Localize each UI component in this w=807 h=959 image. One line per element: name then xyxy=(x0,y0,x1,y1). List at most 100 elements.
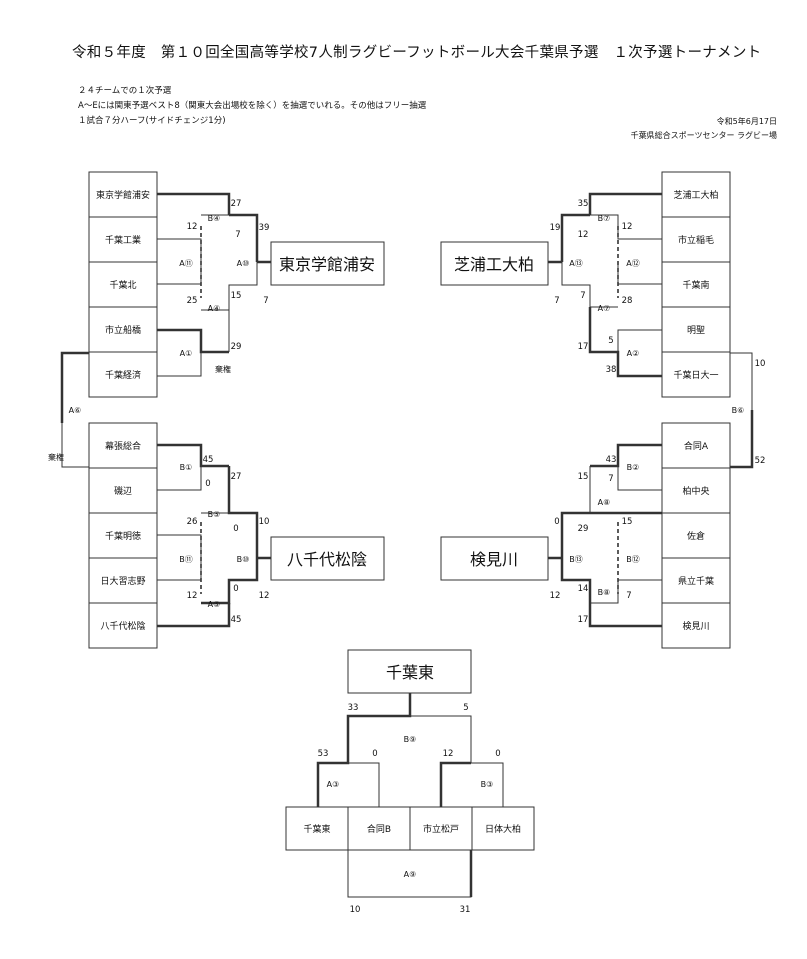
bracket-line xyxy=(471,762,504,807)
team-name: 日体大柏 xyxy=(485,823,521,835)
team-name: 千葉経済 xyxy=(105,369,141,381)
winner-path xyxy=(60,351,89,423)
score: 19 xyxy=(550,223,561,233)
note-draw: A〜Eには関東予選ベスト8（関東大会出場校を除く）を抽選でいれる。その他はフリー… xyxy=(78,101,427,111)
match-label: B② xyxy=(627,463,640,472)
bracket-line xyxy=(617,262,662,285)
winner-box-ur xyxy=(440,241,549,286)
match-label: A⑦ xyxy=(598,304,611,313)
winner-name: 東京学館浦安 xyxy=(279,255,375,274)
winner-path xyxy=(730,410,754,469)
score: 12 xyxy=(259,591,270,601)
winner-box-ll xyxy=(270,536,385,581)
match-label: B⑬ xyxy=(569,555,583,564)
winner-name: 検見川 xyxy=(470,550,518,569)
match-label: B⑪ xyxy=(179,555,193,564)
score: 7 xyxy=(235,230,240,240)
bracket-upper-left: 東京学館浦安 千葉工業 千葉北 市立船橋 千葉経済 東京学館浦安 B④ A⑪ A… xyxy=(88,171,385,398)
team-name: 千葉日大一 xyxy=(673,369,718,381)
score: 33 xyxy=(348,703,359,713)
right-link: B⑥ 10 52 xyxy=(730,352,766,469)
match-label: A③ xyxy=(327,780,340,789)
score: 7 xyxy=(580,291,585,301)
bracket-line xyxy=(561,262,618,308)
score: 45 xyxy=(203,455,214,465)
winner-path xyxy=(157,192,231,215)
match-label: A① xyxy=(180,349,193,358)
winner-path xyxy=(560,511,662,558)
match-label: A⑩ xyxy=(237,259,250,268)
score: 0 xyxy=(233,584,238,594)
winner-path xyxy=(560,213,590,262)
match-label: B⑧ xyxy=(598,588,611,597)
score: 12 xyxy=(578,230,589,240)
winner-path xyxy=(439,761,471,807)
score: 27 xyxy=(231,199,242,209)
score: 7 xyxy=(626,591,631,601)
match-label: B⑦ xyxy=(598,214,611,223)
team-column-lr xyxy=(661,422,731,649)
score: 12 xyxy=(443,749,454,759)
score: 5 xyxy=(608,336,613,346)
score: 12 xyxy=(550,591,561,601)
winner-path xyxy=(316,693,412,807)
team-name: 合同A xyxy=(684,440,709,452)
forfeit-note: 棄権 xyxy=(48,452,64,462)
winner-path xyxy=(157,443,229,468)
match-label: A⑥ xyxy=(69,406,82,415)
winner-box-lr xyxy=(440,536,549,581)
team-name: 千葉東 xyxy=(303,823,330,835)
match-label: A⑤ xyxy=(208,600,221,609)
score: 7 xyxy=(263,296,268,306)
score: 28 xyxy=(622,296,633,306)
score: 27 xyxy=(231,472,242,482)
team-name: 千葉北 xyxy=(109,279,136,291)
note-time: １試合７分ハーフ(サイドチェンジ1分) xyxy=(78,116,226,126)
bracket-line xyxy=(590,579,662,604)
match-label: B⑥ xyxy=(732,406,745,415)
winner-path xyxy=(227,466,259,558)
score: 52 xyxy=(755,456,766,466)
score: 10 xyxy=(350,905,361,915)
winner-path xyxy=(588,307,662,378)
score: 38 xyxy=(606,365,617,375)
winner-path xyxy=(229,213,259,262)
team-name: 検見川 xyxy=(682,620,709,632)
winner-path xyxy=(590,443,662,468)
team-name: 市立船橋 xyxy=(105,324,141,336)
event-venue: 千葉県総合スポーツセンター ラグビー場 xyxy=(630,131,777,140)
event-date: 令和5年6月17日 xyxy=(716,117,777,126)
bracket-line xyxy=(617,329,662,352)
team-name: 千葉工業 xyxy=(105,234,141,246)
note-teams: ２４チームでの１次予選 xyxy=(78,86,172,96)
match-label: B④ xyxy=(208,214,221,223)
winner-path xyxy=(560,558,662,628)
score: 10 xyxy=(259,517,270,527)
winner-path xyxy=(157,603,231,628)
team-name: 幕張総合 xyxy=(105,440,141,452)
score: 0 xyxy=(233,524,238,534)
match-label: A④ xyxy=(208,304,221,313)
forfeit-note: 棄権 xyxy=(215,364,231,374)
left-link: A⑥ 棄権 xyxy=(48,351,89,468)
bracket-line xyxy=(410,715,472,763)
score: 17 xyxy=(578,342,589,352)
match-label: B① xyxy=(180,463,193,472)
score: 7 xyxy=(608,474,613,484)
score: 0 xyxy=(205,479,210,489)
match-label: A⑪ xyxy=(179,259,192,268)
match-label: A⑫ xyxy=(626,259,639,268)
score: 29 xyxy=(231,342,242,352)
team-name: 八千代松陰 xyxy=(100,620,145,632)
bracket-line xyxy=(730,352,753,423)
match-label: A② xyxy=(627,349,640,358)
bracket-bottom: 千葉東 千葉東 合同B 市立松戸 日体大柏 A③ B③ B⑨ A⑨ 33 5 5… xyxy=(285,649,535,915)
score: 45 xyxy=(231,615,242,625)
match-label: B⑤ xyxy=(208,510,221,519)
team-name: 千葉南 xyxy=(682,279,709,291)
bracket-line xyxy=(157,466,202,491)
team-name: 磯辺 xyxy=(114,485,132,497)
match-label: A⑨ xyxy=(404,870,417,879)
match-label: B⑩ xyxy=(237,555,250,564)
